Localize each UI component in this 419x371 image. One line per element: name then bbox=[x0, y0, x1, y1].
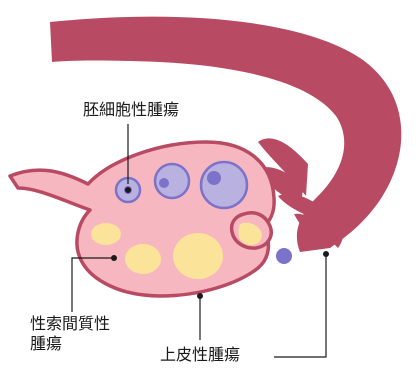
corpus-small bbox=[91, 223, 121, 245]
leader-dot-stromal bbox=[111, 255, 117, 261]
corpus-large bbox=[173, 233, 223, 279]
label-epithelial-tumor: 上皮性腫瘍 bbox=[160, 345, 240, 365]
corpus-medium bbox=[125, 244, 161, 274]
follicle-large-core bbox=[207, 171, 221, 185]
leader-dot-epithelial-ovary bbox=[197, 293, 203, 299]
released-oocyte bbox=[276, 248, 292, 264]
leader-dot-epithelial-tube bbox=[323, 251, 329, 257]
label-sex-cord-stromal-line1: 性索間質性 bbox=[30, 314, 110, 333]
follicle-large bbox=[201, 162, 247, 208]
label-germ-cell-tumor: 胚細胞性腫瘍 bbox=[83, 100, 179, 120]
label-sex-cord-stromal-tumor: 性索間質性腫瘍 bbox=[30, 314, 110, 354]
leader-dot-germ bbox=[125, 187, 131, 193]
follicle-medium-core bbox=[159, 178, 169, 188]
label-sex-cord-stromal-line2: 腫瘍 bbox=[30, 334, 62, 353]
leader-line-epithelial-tube bbox=[274, 254, 326, 357]
